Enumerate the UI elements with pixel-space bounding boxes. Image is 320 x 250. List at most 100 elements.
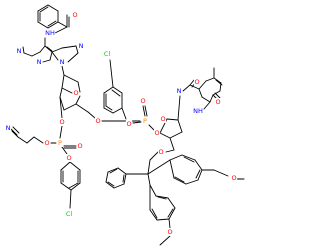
atom-bg-O_5T	[157, 148, 165, 156]
bond-123	[174, 176, 185, 183]
bond-47	[11, 130, 19, 138]
bond-33	[59, 96, 65, 111]
bond-71	[111, 89, 121, 97]
atom-bg-Cl_1	[63, 210, 75, 218]
bond-90	[205, 77, 215, 82]
atom-bg-O_T2	[193, 78, 201, 86]
atom-bg-O_5A	[94, 117, 102, 125]
bond-114	[169, 154, 183, 161]
bond-77	[177, 119, 183, 133]
bond-129	[167, 197, 176, 209]
atom-bg-N3	[35, 58, 43, 66]
bond-31	[77, 81, 81, 93]
atom-bg-Cl_2	[101, 50, 113, 58]
atom-label-O_me1: O	[231, 174, 236, 182]
bond-20	[42, 59, 51, 63]
bond-4	[37, 21, 49, 29]
atom-label-O_T2: O	[194, 78, 199, 86]
bond-85	[198, 88, 203, 98]
bond-89	[198, 80, 207, 90]
bond-7	[47, 20, 57, 27]
bond-115	[181, 154, 196, 161]
bond-61	[144, 105, 148, 117]
bond-38	[87, 111, 96, 119]
atom-label-N_T3: NH	[193, 107, 203, 115]
bond-91	[213, 77, 222, 84]
bond-39	[59, 125, 63, 139]
bond-0	[37, 4, 49, 12]
bond-130	[168, 207, 176, 220]
bond-138	[159, 235, 171, 246]
atom-bg-N_amide	[44, 29, 56, 37]
bond-37	[75, 103, 89, 113]
atom-label-O_P1dbl: O	[77, 142, 82, 150]
atom-label-O_ribT: O	[160, 115, 165, 123]
atom-label-O_3A: O	[59, 118, 64, 126]
bond-88	[203, 101, 211, 110]
bond-45	[26, 136, 35, 144]
bond-36	[59, 96, 63, 119]
bond-111	[109, 168, 118, 174]
atom-label-N7: N	[79, 42, 84, 50]
atom-bg-O_ribT	[159, 115, 167, 123]
bond-127	[149, 184, 157, 197]
bond-18	[44, 45, 53, 53]
bond-48	[10, 128, 18, 136]
bond-72	[105, 105, 113, 111]
bond-112	[107, 181, 115, 187]
bond-1	[47, 4, 59, 12]
bond-109	[113, 183, 125, 189]
bond-54	[60, 161, 71, 171]
bond-3	[47, 21, 59, 29]
atom-label-P1: P	[58, 139, 62, 147]
bond-66	[112, 86, 123, 94]
bond-44	[33, 136, 44, 144]
bond-57	[68, 182, 79, 189]
atom-bg-O_3A	[58, 118, 66, 126]
bond-22	[51, 47, 63, 53]
bond-6	[39, 6, 49, 13]
atom-label-O_5A: O	[95, 117, 100, 125]
atom-label-P2: P	[143, 117, 147, 125]
bond-81	[165, 149, 175, 153]
bond-80	[169, 137, 175, 151]
bond-100	[149, 151, 159, 161]
bond-135	[167, 208, 174, 218]
bond-105	[117, 167, 127, 175]
bond-106	[107, 167, 119, 173]
bond-74	[109, 59, 114, 88]
atom-bg-O_P2dbl	[139, 97, 147, 105]
bond-21	[46, 46, 53, 52]
bond-16	[23, 52, 33, 57]
atom-bg-N7	[77, 42, 85, 50]
bond-136	[151, 208, 158, 219]
bond-82	[177, 95, 181, 121]
atom-bg-O_P1dbl	[76, 142, 84, 150]
bond-28	[61, 74, 65, 89]
bond-12	[54, 26, 68, 34]
atom-label-N9: N	[60, 58, 65, 66]
atom-label-Cl_2: Cl	[104, 50, 111, 58]
bond-86	[201, 96, 211, 103]
atom-bg-O_benzoyl	[71, 11, 79, 19]
atom-bg-O_P2b	[153, 129, 161, 137]
bond-49	[69, 161, 81, 171]
atom-bg-P1	[56, 139, 64, 147]
bond-14	[39, 45, 46, 53]
bond-96	[189, 79, 195, 86]
bond-29	[61, 87, 73, 94]
atom-bg-N_T3	[192, 107, 204, 115]
bond-78	[166, 118, 179, 121]
bond-110	[123, 173, 127, 185]
bond-132	[149, 209, 158, 221]
atom-bg-N_T1	[175, 87, 183, 95]
bond-116	[194, 159, 203, 171]
bond-131	[156, 218, 170, 221]
bond-134	[157, 196, 167, 200]
bond-113	[122, 174, 125, 183]
bond-69	[103, 107, 114, 114]
atom-label-O_P1cn: O	[44, 139, 49, 147]
bond-120	[169, 159, 175, 179]
